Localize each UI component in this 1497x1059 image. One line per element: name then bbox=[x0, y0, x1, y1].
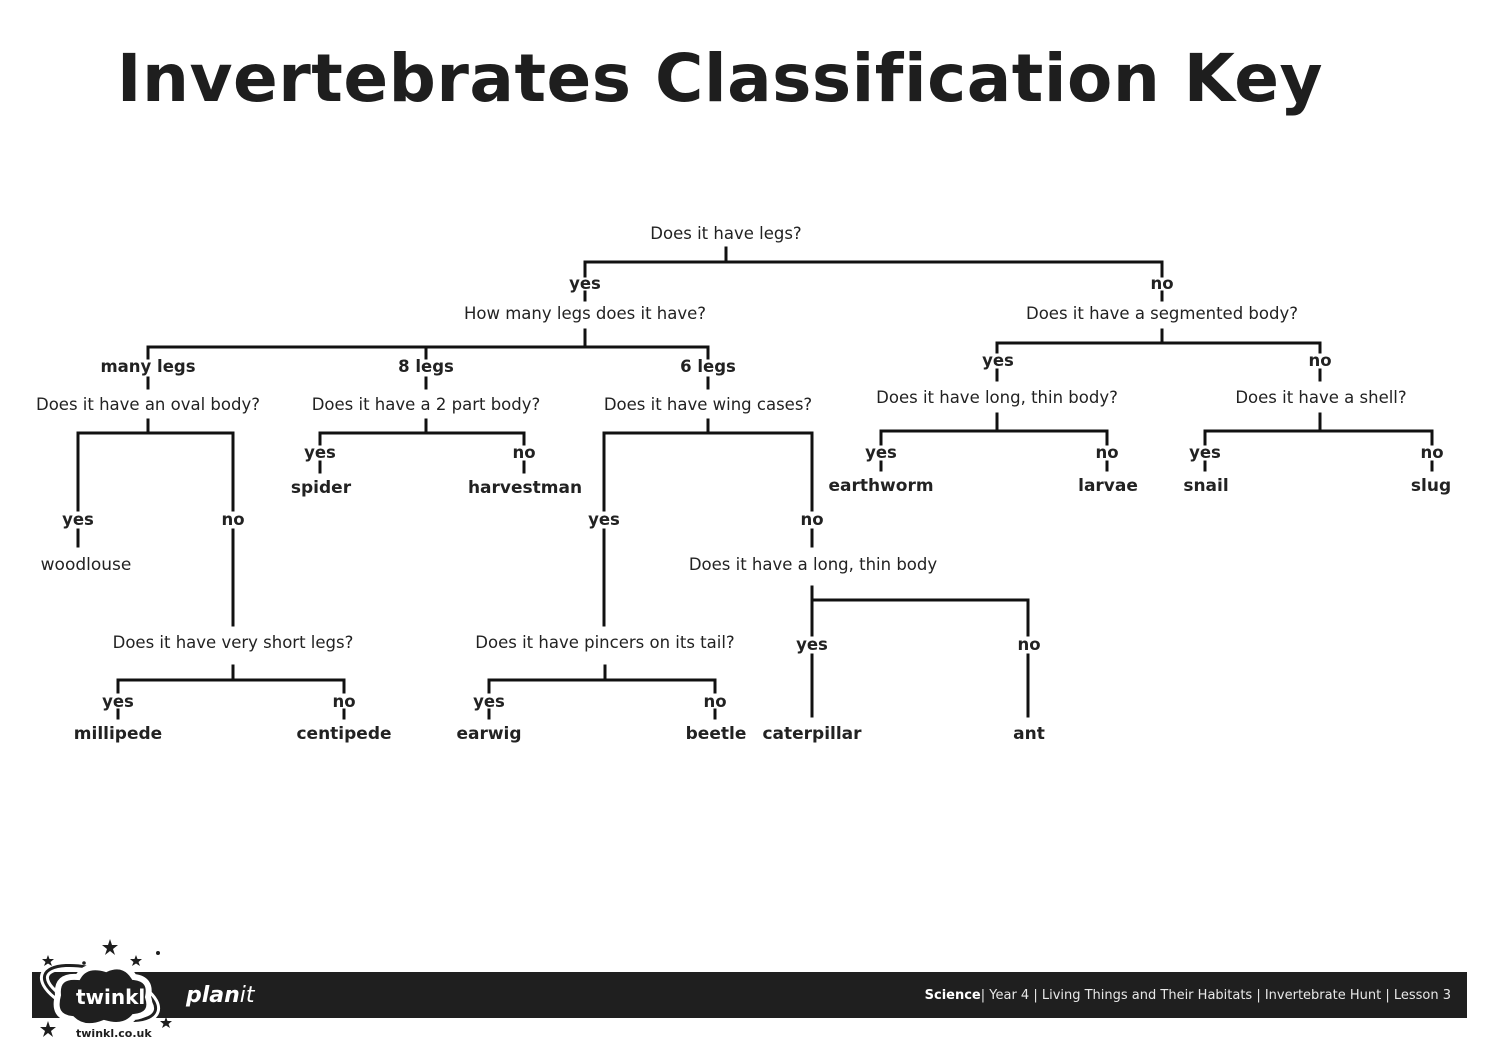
answer-no-label: no bbox=[1017, 635, 1041, 654]
animal-centipede: centipede bbox=[296, 724, 392, 744]
animal-millipede: millipede bbox=[73, 724, 163, 744]
page-title: Invertebrates Classification Key bbox=[116, 40, 1324, 117]
animal-snail: snail bbox=[1183, 476, 1229, 496]
answer-no-label: no bbox=[332, 692, 356, 711]
question-how-many-legs: How many legs does it have? bbox=[463, 304, 707, 323]
animal-ant: ant bbox=[1013, 724, 1045, 744]
twinkl-logo bbox=[39, 939, 172, 1037]
footer-bar bbox=[32, 972, 1467, 1018]
planit-rest: it bbox=[239, 983, 255, 1008]
answer-no-label: no bbox=[1420, 443, 1444, 462]
footer-path: | Year 4 | Living Things and Their Habit… bbox=[980, 988, 1451, 1003]
answer-no-label: no bbox=[703, 692, 727, 711]
animal-spider: spider bbox=[290, 478, 352, 498]
answer-yes-label: yes bbox=[588, 510, 620, 529]
answer-yes-label: yes bbox=[62, 510, 94, 529]
answer-no-label: no bbox=[1150, 274, 1174, 293]
footer-breadcrumb: Science| Year 4 | Living Things and Thei… bbox=[925, 988, 1451, 1003]
twinkl-url: twinkl.co.uk bbox=[76, 1027, 152, 1040]
answer-yes-label: yes bbox=[569, 274, 601, 293]
answer-yes-label: yes bbox=[982, 351, 1014, 370]
answer-no-label: no bbox=[1095, 443, 1119, 462]
answer-yes-label: yes bbox=[865, 443, 897, 462]
answer-yes-label: yes bbox=[1189, 443, 1221, 462]
branch-many-legs: many legs bbox=[100, 357, 196, 376]
question-long-thin-body-6-legs: Does it have a long, thin body bbox=[688, 555, 938, 574]
answer-yes-label: yes bbox=[796, 635, 828, 654]
branch-6-legs: 6 legs bbox=[680, 357, 736, 376]
animal-woodlouse: woodlouse bbox=[40, 555, 132, 575]
animal-harvestman: harvestman bbox=[467, 478, 583, 498]
animal-caterpillar: caterpillar bbox=[762, 724, 862, 744]
answer-no-label: no bbox=[512, 443, 536, 462]
branch-8-legs: 8 legs bbox=[398, 357, 454, 376]
question-has-legs: Does it have legs? bbox=[650, 224, 802, 243]
answer-no-label: no bbox=[221, 510, 245, 529]
question-2-part-body: Does it have a 2 part body? bbox=[311, 395, 541, 414]
answer-no-label: no bbox=[800, 510, 824, 529]
question-pincers-on-tail: Does it have pincers on its tail? bbox=[475, 633, 735, 652]
animal-larvae: larvae bbox=[1078, 476, 1138, 496]
answer-yes-label: yes bbox=[304, 443, 336, 462]
question-wing-cases: Does it have wing cases? bbox=[603, 395, 813, 414]
question-long-thin-body: Does it have long, thin body? bbox=[876, 388, 1118, 407]
answer-yes-label: yes bbox=[102, 692, 134, 711]
animal-earthworm: earthworm bbox=[828, 476, 934, 496]
question-has-shell: Does it have a shell? bbox=[1235, 388, 1407, 407]
question-segmented-body: Does it have a segmented body? bbox=[1026, 304, 1298, 323]
question-oval-body: Does it have an oval body? bbox=[36, 395, 260, 414]
twinkl-brand-text: twinkl bbox=[76, 985, 146, 1009]
animal-slug: slug bbox=[1410, 476, 1452, 496]
question-very-short-legs: Does it have very short legs? bbox=[112, 633, 354, 652]
planit-logo: planit bbox=[186, 983, 255, 1008]
animal-earwig: earwig bbox=[456, 724, 522, 744]
planit-bold: plan bbox=[186, 983, 240, 1008]
footer-subject: Science bbox=[924, 988, 981, 1003]
answer-yes-label: yes bbox=[473, 692, 505, 711]
answer-no-label: no bbox=[1308, 351, 1332, 370]
animal-beetle: beetle bbox=[685, 724, 747, 744]
